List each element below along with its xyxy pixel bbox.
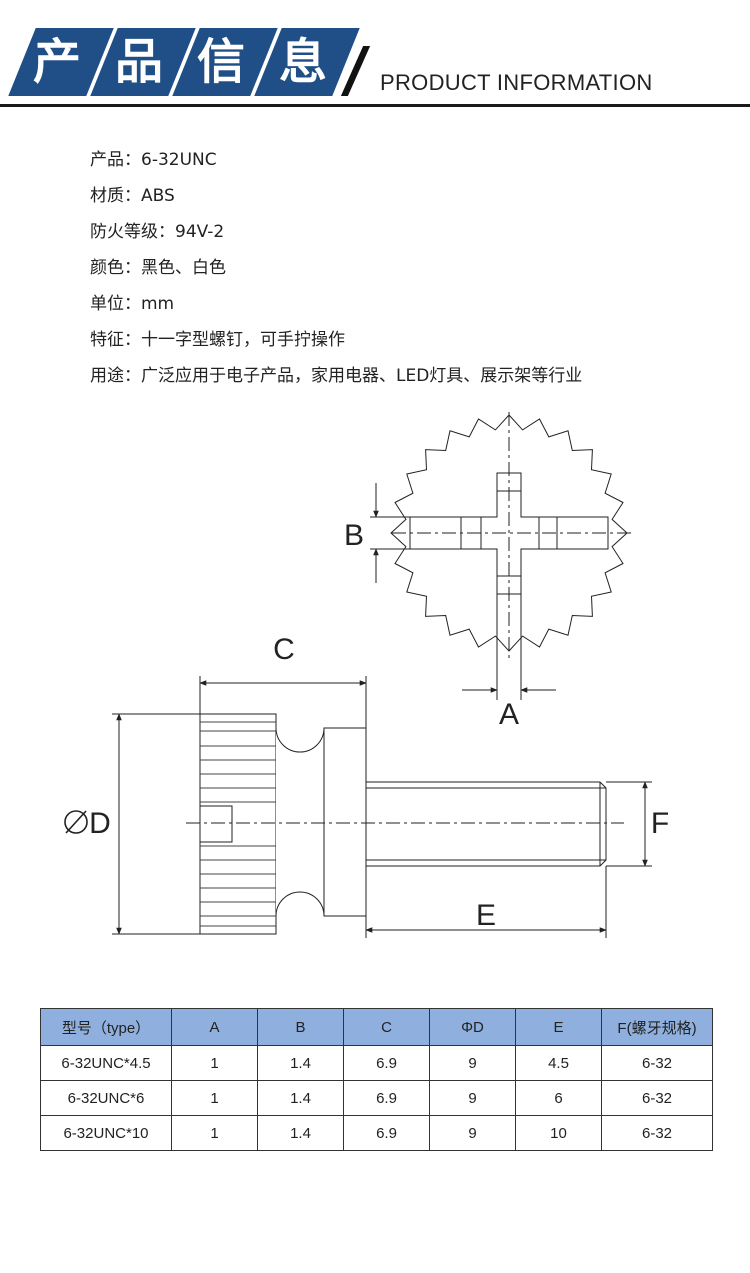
col-header-E: E bbox=[515, 1008, 602, 1046]
info-label: 用途： bbox=[90, 366, 141, 386]
head-slot bbox=[199, 805, 233, 843]
label-F: F bbox=[651, 807, 669, 840]
cell-C: 6.9 bbox=[343, 1045, 430, 1081]
info-label: 特征： bbox=[90, 330, 141, 350]
info-label: 防火等级： bbox=[90, 222, 175, 242]
info-value: 6-32UNC bbox=[141, 150, 217, 170]
info-value: 十一字型螺钉，可手拧操作 bbox=[141, 330, 345, 350]
cell-D: 9 bbox=[429, 1080, 516, 1116]
table-row: 6-32UNC*4.5 1 1.4 6.9 9 4.5 6-32 bbox=[40, 1045, 713, 1081]
info-value: 广泛应用于电子产品，家用电器、LED灯具、展示架等行业 bbox=[141, 366, 583, 386]
col-header-A: A bbox=[171, 1008, 258, 1046]
info-row-color: 颜色：黑色、白色 bbox=[90, 254, 582, 290]
cell-F: 6-32 bbox=[601, 1045, 713, 1081]
diameter-symbol-slash bbox=[65, 810, 87, 834]
info-row-feature: 特征：十一字型螺钉，可手拧操作 bbox=[90, 326, 582, 362]
neck bbox=[275, 727, 325, 917]
label-A: A bbox=[499, 698, 519, 731]
technical-drawing: B A bbox=[0, 400, 750, 980]
cell-C: 6.9 bbox=[343, 1115, 430, 1151]
info-label: 产品： bbox=[90, 150, 141, 170]
slot-mark-right bbox=[538, 516, 558, 550]
info-value: mm bbox=[141, 294, 175, 314]
table-header-row: 型号（type） A B C ΦD E F(螺牙规格) bbox=[40, 1008, 713, 1046]
table-row: 6-32UNC*6 1 1.4 6.9 9 6 6-32 bbox=[40, 1080, 713, 1116]
cell-type: 6-32UNC*6 bbox=[40, 1080, 172, 1116]
cell-B: 1.4 bbox=[257, 1080, 344, 1116]
cell-type: 6-32UNC*4.5 bbox=[40, 1045, 172, 1081]
cell-E: 6 bbox=[515, 1080, 602, 1116]
info-value: ABS bbox=[141, 186, 175, 206]
spec-table: 型号（type） A B C ΦD E F(螺牙规格) 6-32UNC*4.5 … bbox=[40, 1008, 713, 1151]
screw-drawing-svg: B A bbox=[64, 412, 669, 938]
col-header-C: C bbox=[343, 1008, 430, 1046]
cell-D: 9 bbox=[429, 1115, 516, 1151]
header-rule bbox=[0, 104, 750, 107]
info-row-unit: 单位：mm bbox=[90, 290, 582, 326]
cell-type: 6-32UNC*10 bbox=[40, 1115, 172, 1151]
table-row: 6-32UNC*10 1 1.4 6.9 9 10 6-32 bbox=[40, 1115, 713, 1151]
page-subtitle: PRODUCT INFORMATION bbox=[380, 70, 653, 95]
top-view bbox=[370, 412, 632, 700]
page-header: 产 品 信 息 PRODUCT INFORMATION bbox=[0, 0, 750, 110]
title-char: 信 bbox=[196, 34, 245, 90]
cell-D: 9 bbox=[429, 1045, 516, 1081]
info-row-material: 材质：ABS bbox=[90, 182, 582, 218]
info-label: 单位： bbox=[90, 294, 141, 314]
title-char: 息 bbox=[278, 34, 327, 90]
diameter-symbol-icon bbox=[64, 810, 88, 834]
title-char: 品 bbox=[114, 34, 163, 90]
cell-A: 1 bbox=[171, 1045, 258, 1081]
cell-A: 1 bbox=[171, 1115, 258, 1151]
info-row-product: 产品：6-32UNC bbox=[90, 146, 582, 182]
cell-F: 6-32 bbox=[601, 1080, 713, 1116]
cell-A: 1 bbox=[171, 1080, 258, 1116]
cell-B: 1.4 bbox=[257, 1115, 344, 1151]
knurl-lines bbox=[200, 721, 276, 927]
info-value: 94V-2 bbox=[175, 222, 225, 242]
info-row-fire-rating: 防火等级：94V-2 bbox=[90, 218, 582, 254]
col-header-B: B bbox=[257, 1008, 344, 1046]
label-E: E bbox=[476, 899, 496, 932]
col-header-type: 型号（type） bbox=[40, 1008, 172, 1046]
cell-B: 1.4 bbox=[257, 1045, 344, 1081]
info-label: 材质： bbox=[90, 186, 141, 206]
col-header-F: F(螺牙规格) bbox=[601, 1008, 713, 1046]
col-header-D: ΦD bbox=[429, 1008, 516, 1046]
cell-E: 4.5 bbox=[515, 1045, 602, 1081]
info-label: 颜色： bbox=[90, 258, 141, 278]
cell-F: 6-32 bbox=[601, 1115, 713, 1151]
label-D: D bbox=[89, 807, 111, 840]
side-view bbox=[64, 676, 652, 938]
threaded-shaft bbox=[365, 781, 607, 867]
label-B: B bbox=[344, 519, 364, 552]
cell-E: 10 bbox=[515, 1115, 602, 1151]
label-C: C bbox=[273, 633, 295, 666]
collar bbox=[323, 727, 367, 917]
title-char: 产 bbox=[32, 34, 81, 90]
cell-C: 6.9 bbox=[343, 1080, 430, 1116]
info-value: 黑色、白色 bbox=[141, 258, 226, 278]
product-info-list: 产品：6-32UNC 材质：ABS 防火等级：94V-2 颜色：黑色、白色 单位… bbox=[90, 146, 582, 398]
info-row-usage: 用途：广泛应用于电子产品，家用电器、LED灯具、展示架等行业 bbox=[90, 362, 582, 398]
